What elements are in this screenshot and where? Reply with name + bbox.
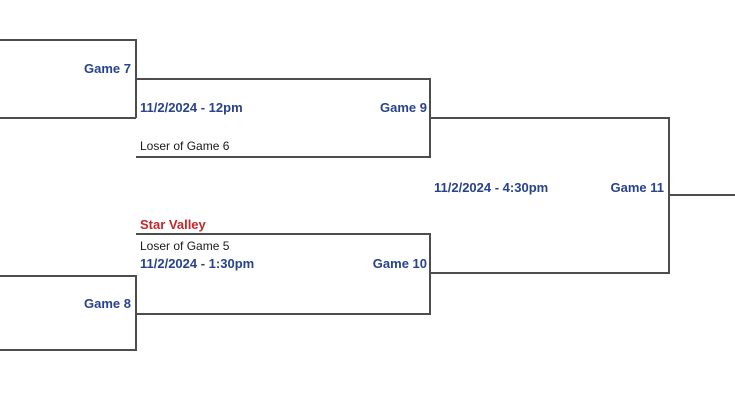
game10-winner-line [429, 272, 669, 274]
game9-bottom-slot-line [136, 156, 430, 158]
game7-winner-line [135, 78, 430, 80]
game8-label: Game 8 [84, 296, 131, 311]
game7-box-bottom-line [0, 117, 136, 119]
game9-label: Game 9 [380, 100, 427, 115]
game11-datetime: 11/2/2024 - 4:30pm [434, 180, 549, 195]
game7-box-top-line [0, 39, 136, 41]
game10-feeder-label: Loser of Game 5 [140, 239, 230, 253]
game10-label: Game 10 [372, 256, 427, 271]
game9-winner-line [429, 117, 669, 119]
game8-winner-line [135, 313, 430, 315]
game11-label: Game 11 [610, 180, 665, 195]
game10-datetime: 11/2/2024 - 1:30pm [140, 256, 255, 271]
game8-box-right-line [135, 275, 137, 351]
game10-top-slot-line [136, 233, 430, 235]
game10-team-name: Star Valley [140, 217, 206, 232]
game9-feeder-label: Loser of Game 6 [140, 139, 230, 153]
game8-box-top-line [0, 275, 136, 277]
game10-bracket-vertical-line [429, 233, 431, 315]
game11-winner-line [668, 194, 735, 196]
game8-box-bottom-line [0, 349, 136, 351]
game7-label: Game 7 [84, 61, 131, 76]
game9-datetime: 11/2/2024 - 12pm [140, 100, 243, 115]
